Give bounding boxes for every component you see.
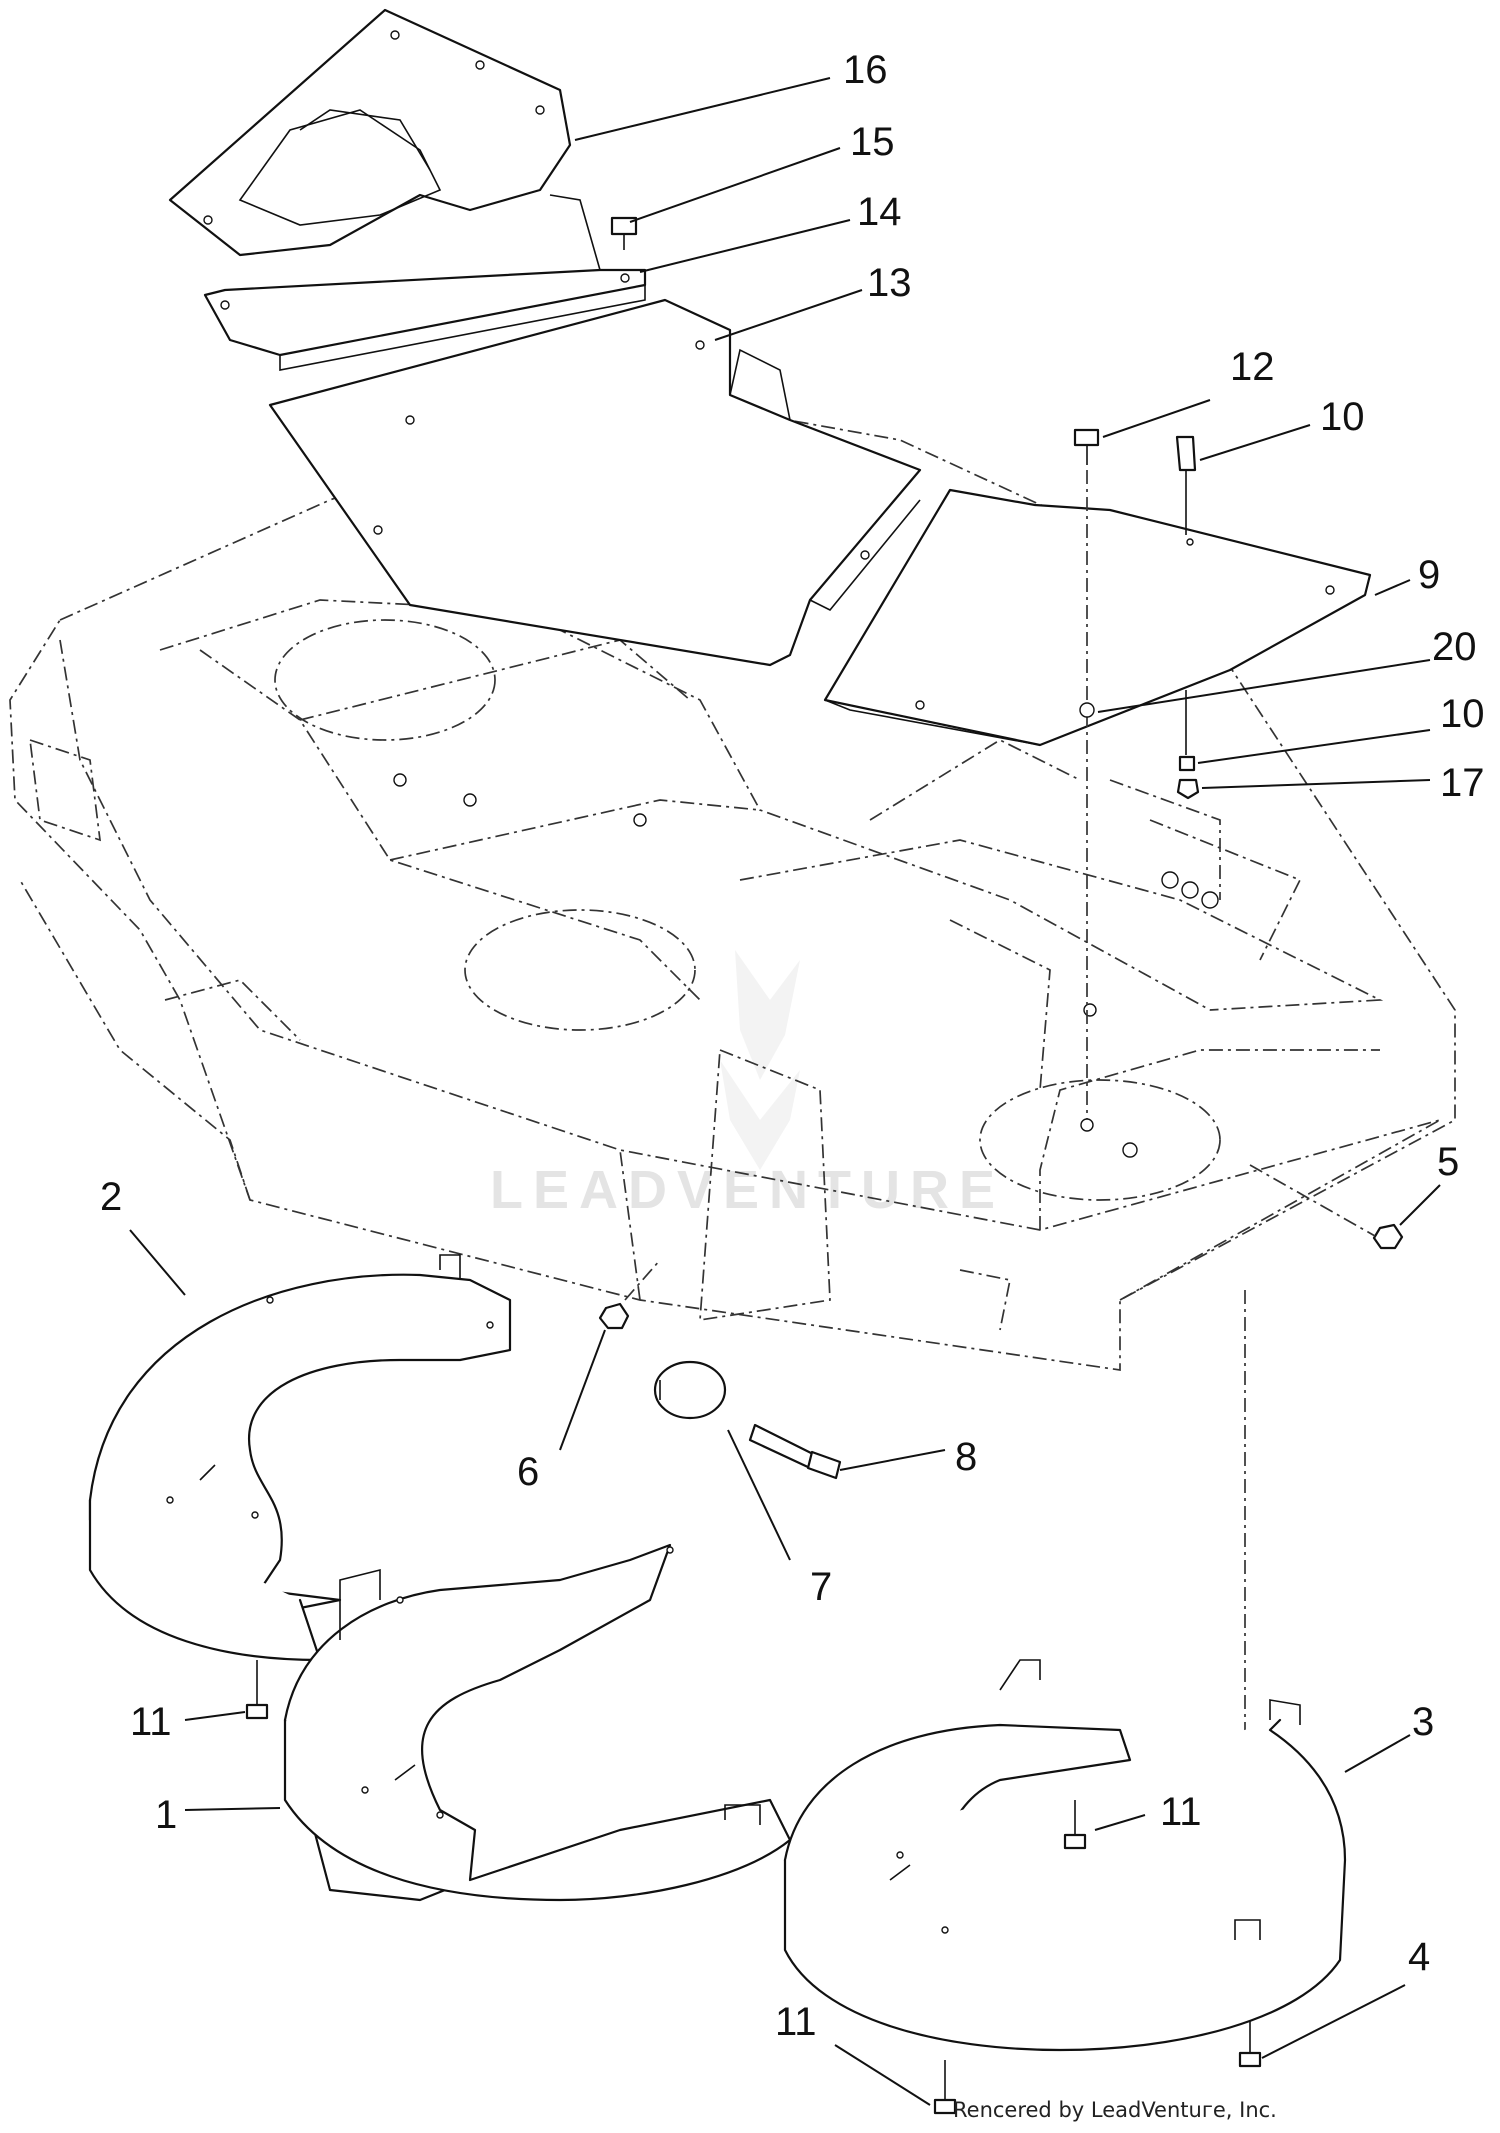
leader-lines bbox=[129, 77, 1441, 2106]
callout-11-middle: 11 bbox=[1160, 1790, 1202, 1834]
callout-16: 16 bbox=[843, 48, 888, 92]
callout-10-lower: 10 bbox=[1440, 692, 1485, 736]
part-20-washer bbox=[1079, 702, 1095, 718]
part-7-roller bbox=[653, 1360, 727, 1420]
callout-12: 12 bbox=[1230, 345, 1275, 389]
part-6-nut bbox=[598, 1302, 630, 1330]
callout-5: 5 bbox=[1437, 1140, 1459, 1184]
callout-7: 7 bbox=[810, 1565, 832, 1609]
callout-14: 14 bbox=[857, 190, 902, 234]
callout-11-left: 11 bbox=[130, 1700, 172, 1744]
leadventure-watermark-logo bbox=[720, 950, 800, 1170]
part-12-bolt bbox=[1073, 428, 1100, 465]
part-8-bolt bbox=[748, 1423, 842, 1480]
part-9-side-plate bbox=[823, 488, 1372, 747]
part-5-nut bbox=[1372, 1223, 1404, 1250]
callout-3: 3 bbox=[1412, 1700, 1434, 1744]
callout-13: 13 bbox=[867, 261, 912, 305]
alignment-line-6 bbox=[624, 1259, 661, 1301]
mower-deck-phantom bbox=[9, 389, 1456, 1371]
part-11-bolt-left bbox=[245, 1660, 269, 1720]
part-13-top-plate bbox=[268, 298, 922, 667]
callout-11-bottom: 11 bbox=[775, 2000, 817, 2044]
alignment-line-5 bbox=[1249, 1164, 1376, 1237]
callout-8: 8 bbox=[955, 1435, 977, 1479]
part-11-bolt-middle bbox=[1063, 1800, 1087, 1850]
part-4-bolt bbox=[1238, 2020, 1262, 2068]
part-10-clip-lower bbox=[1178, 690, 1196, 772]
callout-1: 1 bbox=[155, 1793, 177, 1837]
part-17-nut bbox=[1176, 778, 1200, 800]
part-15-bolt bbox=[610, 216, 638, 250]
callout-17: 17 bbox=[1440, 761, 1485, 805]
callout-6: 6 bbox=[517, 1450, 539, 1494]
part-10-clip-upper bbox=[1175, 435, 1197, 535]
callout-4: 4 bbox=[1408, 1935, 1430, 1979]
rendered-by-credit: Rencered by LeadVentuгe, Inc. bbox=[953, 2098, 1277, 2122]
callout-10-upper: 10 bbox=[1320, 395, 1365, 439]
part-16-cover-shield bbox=[168, 8, 572, 257]
deck-hole-marker bbox=[1080, 1118, 1094, 1132]
callout-2: 2 bbox=[100, 1175, 122, 1219]
part-2-baffle-left bbox=[88, 1254, 512, 1662]
part-1-baffle-center bbox=[283, 1543, 792, 1902]
part-11-bolt-bottom bbox=[933, 2060, 957, 2115]
part-3-baffle-right bbox=[783, 1659, 1347, 2052]
callout-20: 20 bbox=[1432, 625, 1477, 669]
part-14-bracket bbox=[203, 194, 647, 371]
watermark-text: LEADVENTURE bbox=[490, 1160, 1005, 1220]
callout-labels: 16 15 14 13 12 10 9 20 10 17 5 2 6 8 7 1… bbox=[100, 48, 1485, 2044]
callout-15: 15 bbox=[850, 120, 895, 164]
callout-9: 9 bbox=[1418, 553, 1440, 597]
